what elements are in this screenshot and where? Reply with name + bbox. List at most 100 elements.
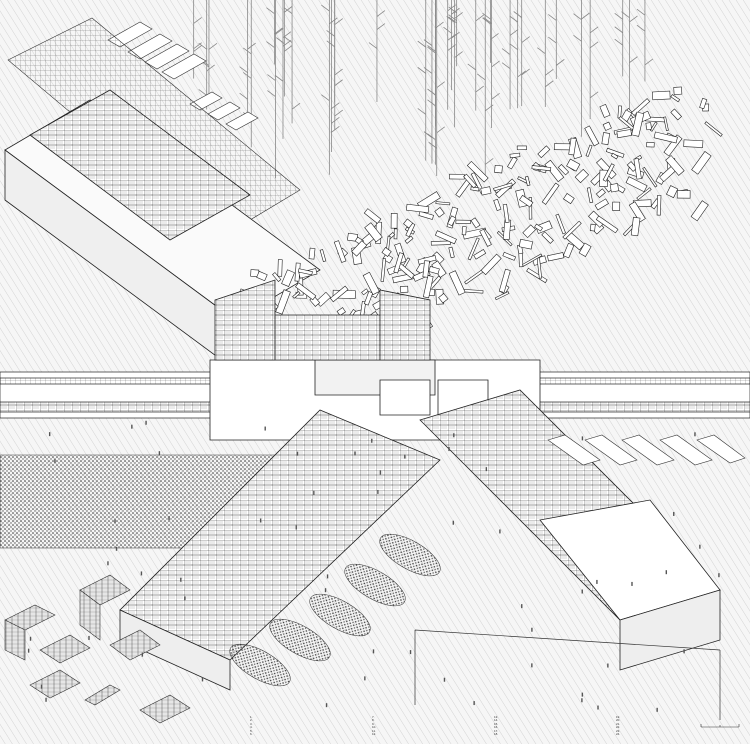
- debris-fragment: [507, 156, 518, 170]
- east-wing: [419, 389, 721, 671]
- tree-branch: [284, 5, 293, 13]
- debris-fragment: [418, 211, 434, 220]
- person-figure: [168, 516, 170, 521]
- person-figure: [521, 604, 523, 609]
- tree-branch: [644, 58, 654, 66]
- tree-branch: [283, 36, 293, 43]
- person-figure: [115, 546, 118, 551]
- debris-fragment: [380, 258, 387, 282]
- tree-branch: [548, 36, 557, 44]
- person-figure: [325, 703, 328, 708]
- person-figure: [313, 490, 315, 495]
- debris-fragment: [493, 182, 513, 192]
- debris-fragment: [480, 186, 492, 196]
- tree-branch: [509, 43, 518, 51]
- debris-fragment: [612, 201, 621, 211]
- person-figure: [596, 579, 598, 584]
- legend-item: 6.: [250, 732, 253, 737]
- scale-bar: [700, 724, 740, 728]
- debris-fragment: [649, 121, 658, 132]
- tree-branch: [427, 99, 436, 107]
- tree-branch: [282, 31, 292, 39]
- tree-branch: [331, 116, 340, 124]
- tree-branch: [477, 73, 486, 81]
- debris-fragment: [609, 183, 620, 193]
- debris-fragment: [319, 249, 327, 263]
- legend-item: 7.: [372, 716, 375, 719]
- debris-fragment: [699, 97, 708, 110]
- debris-fragment: [428, 265, 440, 275]
- debris-fragment: [494, 291, 510, 301]
- debris-fragment: [631, 98, 651, 116]
- person-figure: [631, 581, 633, 586]
- tree-branch: [451, 7, 460, 15]
- debris-fragment: [633, 158, 642, 180]
- legend-item: 3.: [250, 721, 253, 726]
- tree-branch: [368, 42, 378, 49]
- tree-branch: [334, 18, 343, 25]
- debris-fragment: [534, 223, 543, 232]
- tree-branch: [329, 17, 338, 25]
- person-figure: [597, 705, 599, 710]
- debris-fragment: [393, 252, 404, 274]
- tree-branch: [193, 45, 202, 52]
- legend-column-1: 1. 2. 3. 4. 5. 6.: [250, 716, 368, 740]
- tree-branch: [243, 72, 252, 79]
- person-figure: [443, 677, 446, 682]
- tree-branch: [454, 51, 463, 58]
- person-figure: [372, 649, 375, 654]
- tree-branch: [208, 43, 218, 50]
- person-figure: [409, 650, 412, 655]
- debris-fragment: [403, 218, 414, 229]
- tree-branch: [545, 68, 554, 76]
- debris-fragment: [329, 285, 349, 303]
- debris-fragment: [585, 144, 593, 157]
- debris-pile: [238, 86, 723, 396]
- debris-fragment: [663, 134, 683, 157]
- debris-fragment: [400, 285, 409, 293]
- tree-branch: [423, 67, 433, 74]
- tree-branch: [427, 133, 436, 140]
- person-figure: [264, 426, 266, 431]
- person-figure: [531, 663, 533, 668]
- tree-branch: [334, 68, 343, 76]
- person-figure: [581, 692, 584, 697]
- debris-fragment: [541, 182, 560, 205]
- tree-branch: [334, 109, 343, 117]
- person-figure: [607, 663, 609, 668]
- tree-branch: [239, 66, 248, 74]
- debris-fragment: [297, 268, 313, 276]
- tree-branch: [454, 12, 463, 19]
- person-figure: [452, 520, 455, 525]
- person-figure: [158, 451, 161, 456]
- tree-branch: [448, 16, 457, 24]
- debris-fragment: [666, 185, 679, 199]
- person-figure: [180, 577, 182, 582]
- person-figure: [379, 470, 382, 475]
- tree-branch: [467, 63, 476, 71]
- legend-column-3: 13. 14. 15. 16. 17. 18.: [494, 716, 612, 740]
- tree-branch: [239, 92, 248, 100]
- debris-fragment: [493, 198, 502, 211]
- legend-item: 1.: [250, 716, 253, 719]
- debris-fragment: [502, 251, 517, 261]
- person-figure: [485, 467, 488, 472]
- tree-branch: [636, 8, 646, 16]
- tree-branch: [283, 7, 293, 14]
- tree-branch: [491, 60, 500, 68]
- debris-fragment: [537, 145, 551, 159]
- tree-branch: [417, 108, 426, 115]
- tree-branch: [614, 38, 623, 46]
- debris-fragment: [455, 219, 471, 225]
- debris-fragment: [434, 207, 445, 218]
- tree-branch: [573, 34, 582, 42]
- debris-fragment: [563, 193, 575, 205]
- tree-branch: [193, 17, 202, 24]
- debris-fragment: [557, 163, 570, 176]
- legend-item: 8.: [372, 718, 375, 723]
- person-figure: [54, 458, 56, 463]
- person-figure: [453, 433, 455, 438]
- legend-item: 18.: [494, 732, 499, 737]
- debris-fragment: [584, 125, 600, 147]
